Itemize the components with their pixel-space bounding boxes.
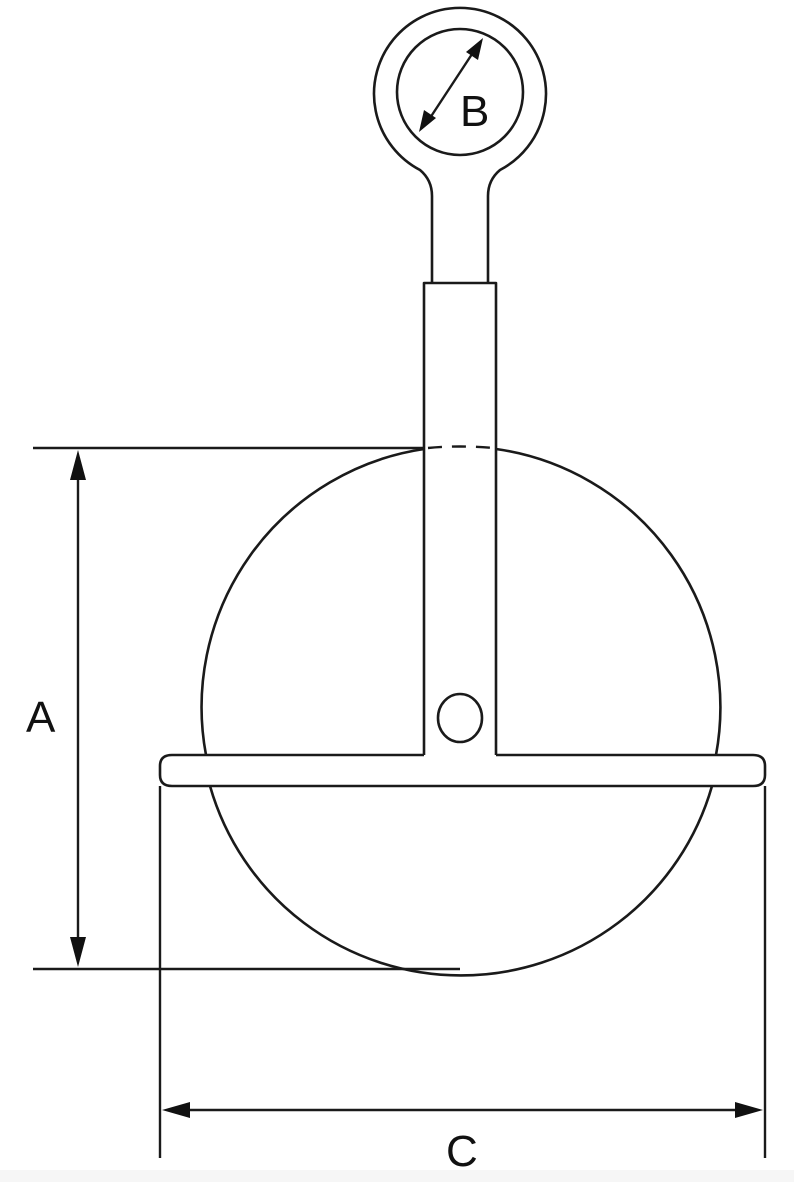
crossbar bbox=[158, 753, 767, 788]
stem bbox=[422, 281, 498, 755]
arrow-left-icon bbox=[162, 1102, 190, 1118]
sphere bbox=[200, 445, 722, 977]
arrow-up-icon bbox=[70, 450, 86, 480]
dimension-c: C bbox=[158, 786, 767, 1176]
dimension-a: A bbox=[26, 446, 460, 971]
bottom-band bbox=[0, 1170, 794, 1182]
eye-ring-inner bbox=[395, 27, 525, 157]
arrow-up-right-icon bbox=[466, 38, 483, 60]
pin-hole bbox=[436, 692, 484, 744]
arrow-down-icon bbox=[70, 937, 86, 967]
dimension-b: B bbox=[419, 38, 489, 136]
dimension-label-c: C bbox=[446, 1127, 478, 1176]
dimension-label-a: A bbox=[26, 693, 56, 742]
eye-ring bbox=[372, 6, 548, 283]
arrow-right-icon bbox=[735, 1102, 763, 1118]
arrow-down-left-icon bbox=[419, 110, 436, 132]
dimension-label-b: B bbox=[460, 87, 489, 136]
